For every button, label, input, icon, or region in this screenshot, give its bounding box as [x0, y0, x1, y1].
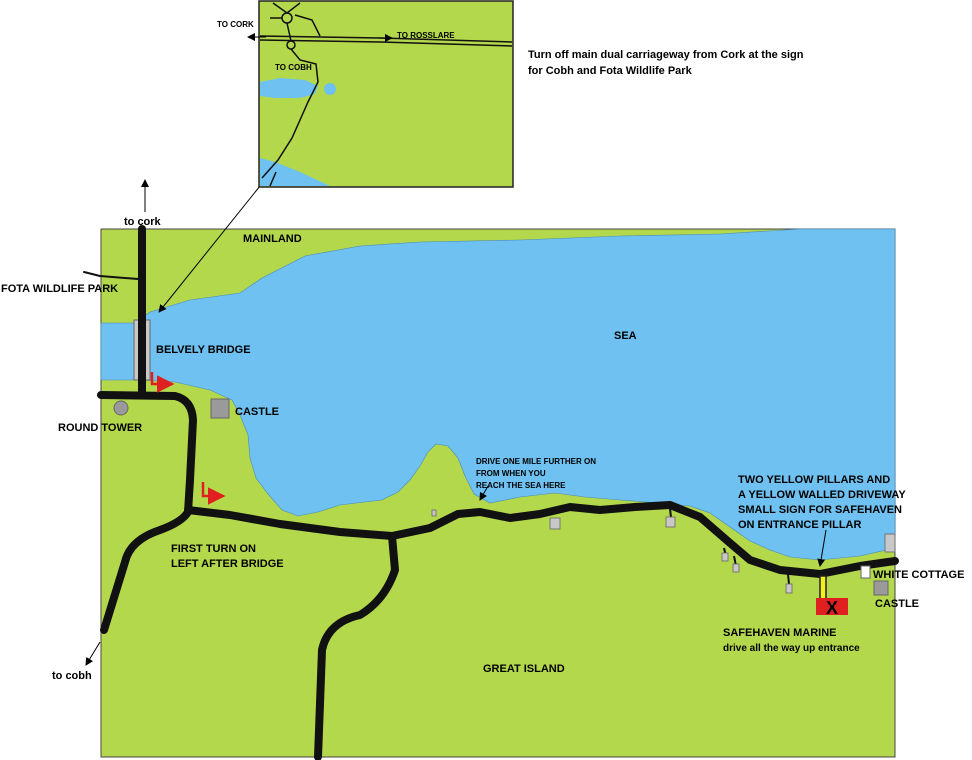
inset-note-line2: for Cobh and Fota Wildlife Park	[528, 65, 693, 77]
great-island-label: GREAT ISLAND	[483, 663, 565, 675]
main-map: X	[83, 179, 899, 760]
pillars-note-4: ON ENTRANCE PILLAR	[738, 519, 862, 531]
white-cottage-marker	[860, 565, 871, 579]
inset-water-pond	[324, 83, 336, 95]
inset-note-line1: Turn off main dual carriageway from Cork…	[528, 49, 804, 61]
belvely-bridge-label: BELVELY BRIDGE	[156, 344, 251, 356]
to-cobh-arrow	[85, 641, 101, 666]
road-to-cobh	[100, 508, 192, 634]
round-tower-label: ROUND TOWER	[58, 422, 142, 434]
drive-note-2: FROM WHEN YOU	[476, 469, 546, 478]
first-turn-label-1: FIRST TURN ON	[171, 543, 256, 555]
white-cottage-label: WHITE COTTAGE	[873, 569, 964, 581]
inset-to-bridge-arrow	[158, 185, 261, 313]
safehaven-marina-marker	[816, 598, 848, 615]
inset-map: TO CORK TO ROSSLARE TO COBH	[217, 0, 514, 188]
castle-west-label: CASTLE	[235, 406, 279, 418]
sea-reach-arrow	[479, 485, 489, 501]
castle-east-label: CASTLE	[875, 598, 919, 610]
drive-note-3: REACH THE SEA HERE	[476, 481, 566, 490]
pillars-note-3: SMALL SIGN FOR SAFEHAVEN	[738, 504, 902, 516]
inset-to-rosslare-label: TO ROSSLARE	[397, 31, 455, 40]
road-south	[314, 532, 399, 760]
inset-to-cobh-label: TO COBH	[275, 63, 312, 72]
inset-to-cork-label: TO CORK	[217, 20, 254, 29]
yellow-driveway	[819, 575, 827, 601]
drive-note-1: DRIVE ONE MILE FURTHER ON	[476, 457, 596, 466]
castle-east-marker	[873, 580, 889, 596]
road-fota	[83, 271, 139, 280]
first-turn-label-2: LEFT AFTER BRIDGE	[171, 558, 284, 570]
fota-label: FOTA WILDLIFE PARK	[1, 283, 118, 295]
road-coast	[184, 501, 899, 578]
pillars-note-2: A YELLOW WALLED DRIVEWAY	[738, 489, 906, 501]
road-network	[83, 225, 899, 760]
small-buildings	[431, 509, 896, 594]
castle-west-marker	[210, 398, 230, 419]
road-west-cross	[97, 391, 197, 516]
mainland-label: MAINLAND	[243, 233, 302, 245]
pillars-arrow	[817, 529, 827, 567]
inset-water-upper	[260, 78, 318, 98]
to-cork-label: to cork	[124, 216, 162, 228]
inset-roads	[259, 2, 513, 187]
marina-x-mark: X	[826, 598, 838, 618]
round-tower-marker	[113, 400, 129, 416]
inset-water-lower	[260, 158, 330, 186]
safehaven-sub-label: drive all the way up entrance	[723, 643, 860, 654]
pillars-note-1: TWO YELLOW PILLARS AND	[738, 474, 890, 486]
safehaven-label: SAFEHAVEN MARINE	[723, 627, 836, 639]
turn-arrow-bridge	[150, 372, 175, 393]
sea-area	[100, 228, 896, 561]
to-cobh-label: to cobh	[52, 670, 92, 682]
sea-label: SEA	[614, 330, 637, 342]
turn-arrow-first-left	[201, 482, 226, 505]
